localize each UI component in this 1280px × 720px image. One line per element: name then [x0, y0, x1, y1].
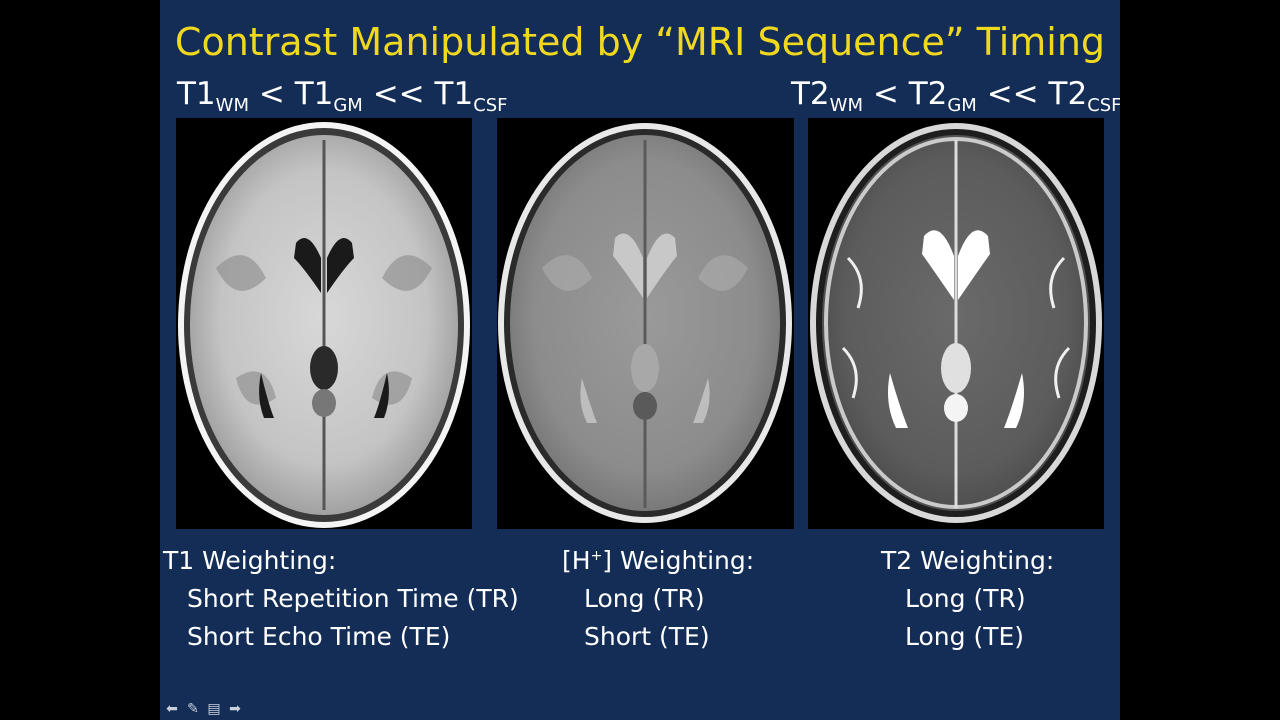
slideshow-controls: ⬅ ✎ ▤ ➡ [163, 700, 244, 718]
t1-relation: T1WM < T1GM << T1CSF [177, 74, 508, 116]
caption-line: Long (TE) [905, 622, 1025, 651]
t2-weighting-caption: T2 Weighting: Long (TR) Long (TE) [881, 542, 1054, 656]
gm-subscript: GM [947, 95, 977, 116]
caption-line: Long (TR) [584, 584, 705, 613]
caption-heading: [H+] Weighting: [562, 542, 754, 580]
t2-symbol: T2 [908, 76, 948, 112]
arrow-right-icon[interactable]: ➡ [229, 701, 241, 717]
slide: Contrast Manipulated by “MRI Sequence” T… [160, 0, 1120, 720]
proton-density-weighting-caption: [H+] Weighting: Long (TR) Short (TE) [562, 542, 754, 656]
caption-heading-suffix: ] Weighting: [602, 546, 755, 575]
less-than: < [863, 76, 909, 112]
arrow-left-icon[interactable]: ⬅ [166, 701, 178, 717]
t2-brain-scan-image [808, 118, 1104, 529]
much-less-than: << [976, 76, 1049, 112]
t1-weighting-caption: T1 Weighting: Short Repetition Time (TR)… [163, 542, 519, 656]
caption-line: Short (TE) [584, 622, 710, 651]
proton-density-brain-scan-image [497, 118, 794, 529]
much-less-than: << [362, 76, 435, 112]
csf-subscript: CSF [473, 95, 508, 116]
pen-icon[interactable]: ✎ [187, 701, 199, 717]
caption-heading: T1 Weighting: [163, 546, 337, 575]
slide-title: Contrast Manipulated by “MRI Sequence” T… [174, 20, 1106, 64]
t2-relation: T2WM < T2GM << T2CSF [791, 74, 1120, 116]
t2-symbol: T2 [1048, 76, 1088, 112]
caption-line: Short Echo Time (TE) [187, 622, 451, 651]
slide-menu-icon[interactable]: ▤ [207, 701, 221, 717]
wm-subscript: WM [829, 95, 863, 116]
caption-heading-prefix: [H [562, 546, 591, 575]
t1-symbol: T1 [434, 76, 474, 112]
less-than: < [249, 76, 295, 112]
caption-heading-superscript: + [590, 548, 603, 564]
csf-subscript: CSF [1087, 95, 1120, 116]
caption-line: Long (TR) [905, 584, 1026, 613]
t2-symbol: T2 [791, 76, 830, 112]
caption-heading: T2 Weighting: [881, 546, 1055, 575]
t1-brain-scan-image [176, 118, 472, 529]
t1-symbol: T1 [294, 76, 334, 112]
caption-line: Short Repetition Time (TR) [187, 584, 519, 613]
wm-subscript: WM [215, 95, 249, 116]
t1-symbol: T1 [177, 76, 216, 112]
gm-subscript: GM [333, 95, 363, 116]
